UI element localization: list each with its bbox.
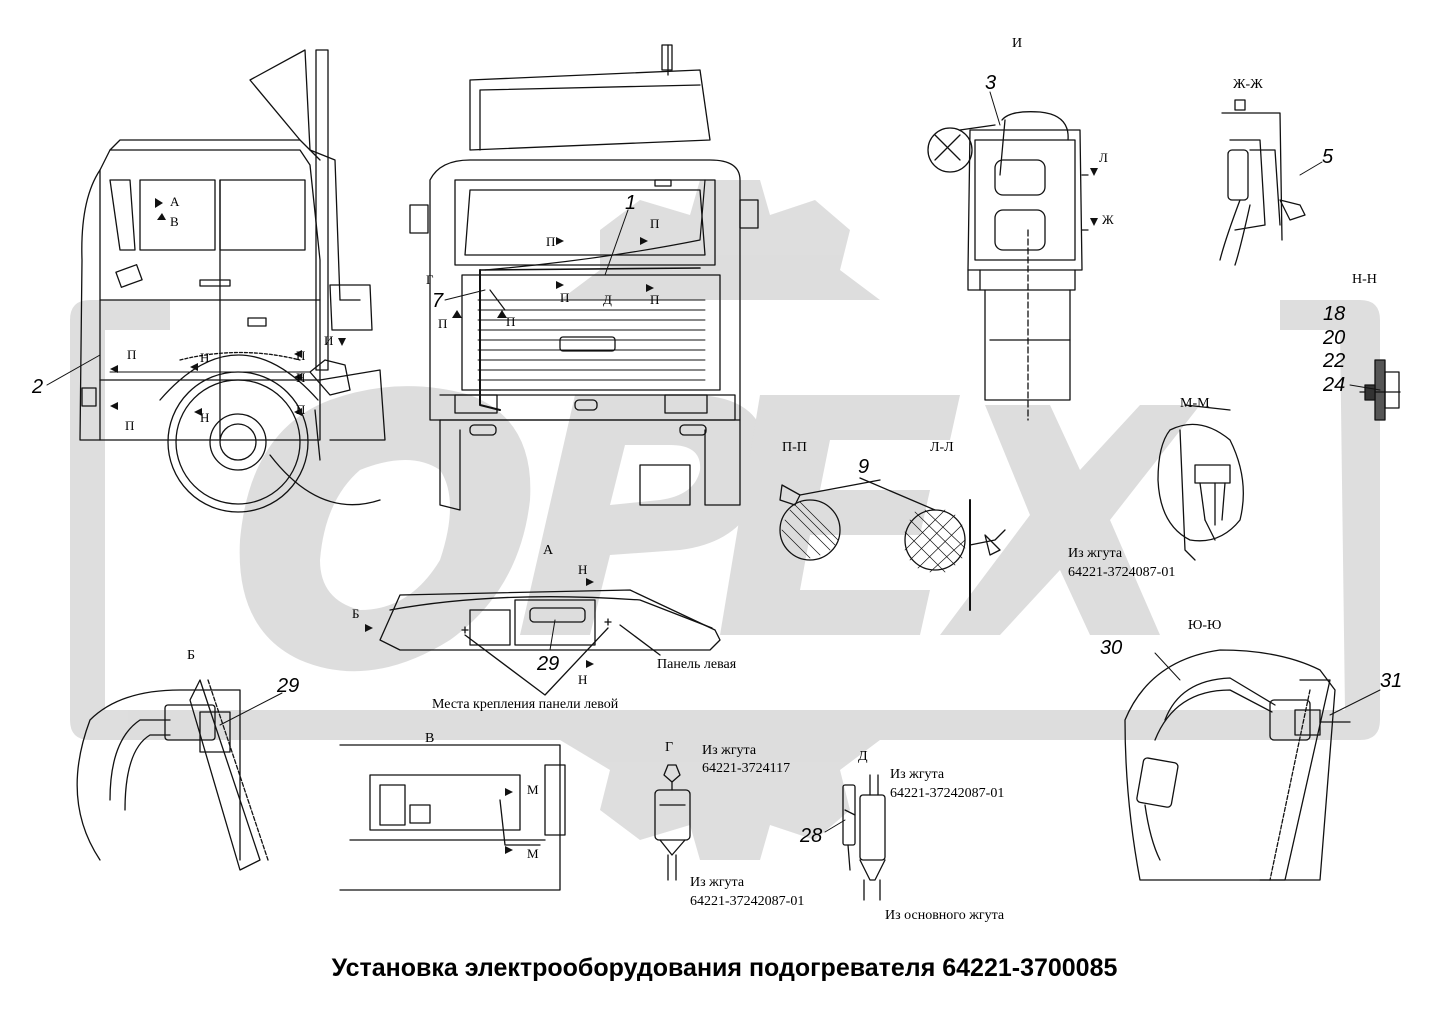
mark-p-front-1: П	[546, 234, 556, 249]
callout-20: 20	[1323, 327, 1346, 349]
mark-d-front: Д	[603, 292, 612, 307]
note-g-from2: Из жгута	[690, 875, 745, 890]
mark-n-side-1: Н	[200, 350, 210, 365]
mark-p-front-5: П	[438, 316, 448, 331]
view-g	[654, 764, 691, 881]
mark-p-front-3: П	[560, 290, 570, 305]
note-d-harness: 64221-37242087-01	[890, 786, 1005, 801]
callout-9: 9	[858, 456, 870, 478]
mark-l-view-i: Л	[1099, 150, 1108, 165]
note-g-harness-top: 64221-3724117	[702, 761, 791, 776]
callout-31: 31	[1380, 670, 1403, 692]
callout-5: 5	[1322, 146, 1334, 168]
view-a	[379, 589, 721, 696]
view-l-l	[859, 477, 1006, 611]
callout-28: 28	[800, 825, 823, 847]
callout-29-panel: 29	[537, 653, 560, 675]
view-i	[927, 111, 1089, 421]
mark-p-front-4: П	[650, 292, 660, 307]
view-title-l-l: Л-Л	[930, 440, 954, 455]
note-g-from: Из жгута	[702, 743, 757, 758]
cab-front-view	[409, 44, 759, 511]
view-yu-yu	[1124, 649, 1351, 881]
view-title-p-p: П-П	[782, 440, 807, 455]
view-title-n-n: Н-Н	[1352, 272, 1377, 287]
callout-30: 30	[1100, 637, 1123, 659]
view-d	[842, 774, 886, 901]
mark-n-panel-top: Н	[578, 562, 588, 577]
callout-7: 7	[432, 290, 444, 312]
mark-b-panel: Б	[352, 606, 360, 621]
mark-p-side-3: П	[296, 402, 306, 417]
view-zh-zh	[1219, 99, 1306, 266]
callout-3: 3	[985, 72, 997, 94]
note-g-harness-bottom: 64221-37242087-01	[690, 894, 805, 909]
mark-p-front-2: П	[650, 216, 660, 231]
view-m-m	[1157, 404, 1244, 561]
mark-n-panel-bottom: Н	[578, 672, 588, 687]
view-title-m-m: М-М	[1180, 396, 1210, 411]
mark-i-side: И	[324, 333, 334, 348]
note-d-from: Из жгута	[890, 767, 945, 782]
note-panel-left: Панель левая	[657, 657, 737, 672]
callout-18: 18	[1323, 303, 1346, 325]
mark-a: А	[170, 194, 180, 209]
callout-24: 24	[1323, 374, 1346, 396]
view-title-b: Б	[187, 648, 196, 663]
mark-p-side-4: П	[125, 418, 135, 433]
note-mount-points: Места крепления панели левой	[432, 697, 619, 712]
mark-m-top: М	[527, 782, 539, 797]
mark-g-front: Г	[426, 272, 434, 287]
view-title-a: А	[543, 543, 554, 558]
mark-zh-view-i: Ж	[1102, 212, 1114, 227]
view-title-i: И	[1012, 36, 1023, 51]
view-title-g: Г	[665, 740, 674, 755]
drawing-title: Установка электрооборудования подогреват…	[331, 954, 1118, 982]
view-title-v: В	[425, 731, 435, 746]
view-v	[339, 744, 566, 891]
view-b	[76, 679, 269, 871]
view-p-p	[779, 479, 881, 561]
callout-leaders	[46, 91, 1381, 833]
view-title-yu-yu: Ю-Ю	[1188, 618, 1222, 633]
callout-1: 1	[625, 192, 637, 214]
cab-side-view	[79, 49, 386, 513]
callout-2: 2	[32, 376, 44, 398]
mark-n-side-3: Н	[296, 370, 306, 385]
mark-p-side-1: П	[127, 347, 137, 362]
view-title-zh-zh: Ж-Ж	[1233, 77, 1263, 92]
mark-p-side-2: П	[296, 348, 306, 363]
note-mm-harness: 64221-3724087-01	[1068, 565, 1176, 580]
mark-m-bottom: М	[527, 846, 539, 861]
mark-n-side-2: Н	[200, 410, 210, 425]
mark-v: В	[170, 214, 179, 229]
view-title-d: Д	[858, 749, 868, 764]
mark-p-front-6: П	[506, 314, 516, 329]
callout-22: 22	[1323, 350, 1346, 372]
note-d-main: Из основного жгута	[885, 908, 1005, 923]
note-mm-from: Из жгута	[1068, 546, 1123, 561]
section-arrows	[110, 168, 1098, 854]
callout-29-view-b: 29	[277, 675, 300, 697]
